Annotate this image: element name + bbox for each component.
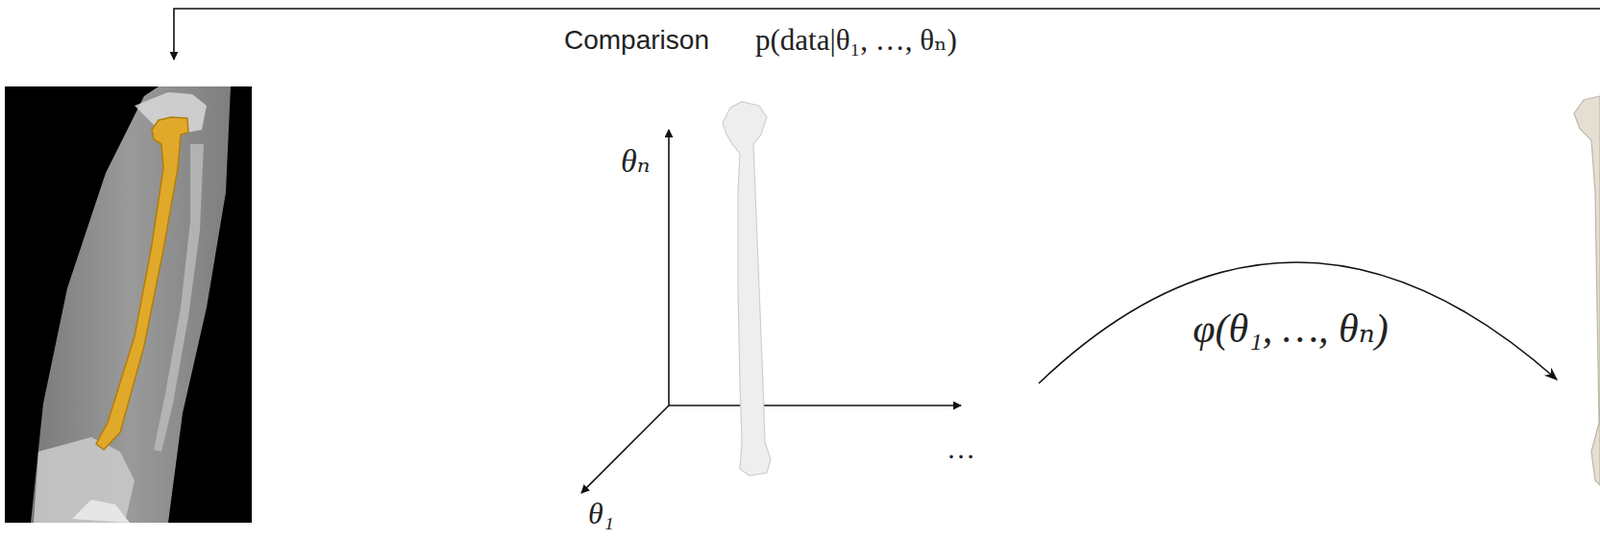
axis-ellipsis: … bbox=[946, 432, 976, 467]
feedback-arrow bbox=[173, 8, 1600, 60]
bone-model bbox=[722, 101, 771, 476]
comparison-label: Comparison bbox=[564, 24, 710, 56]
ct-image bbox=[4, 86, 252, 523]
axis-label: θₙ bbox=[620, 142, 650, 180]
model-function-label: φ(θ₁, …, θₙ) bbox=[1188, 305, 1392, 352]
likelihood-formula: p(data|θ₁, …, θₙ) bbox=[755, 23, 958, 58]
axis-label: θ₁ bbox=[588, 495, 615, 532]
parameter-axes bbox=[581, 129, 961, 493]
bone-output bbox=[1574, 96, 1600, 486]
model-curve bbox=[1038, 262, 1557, 384]
